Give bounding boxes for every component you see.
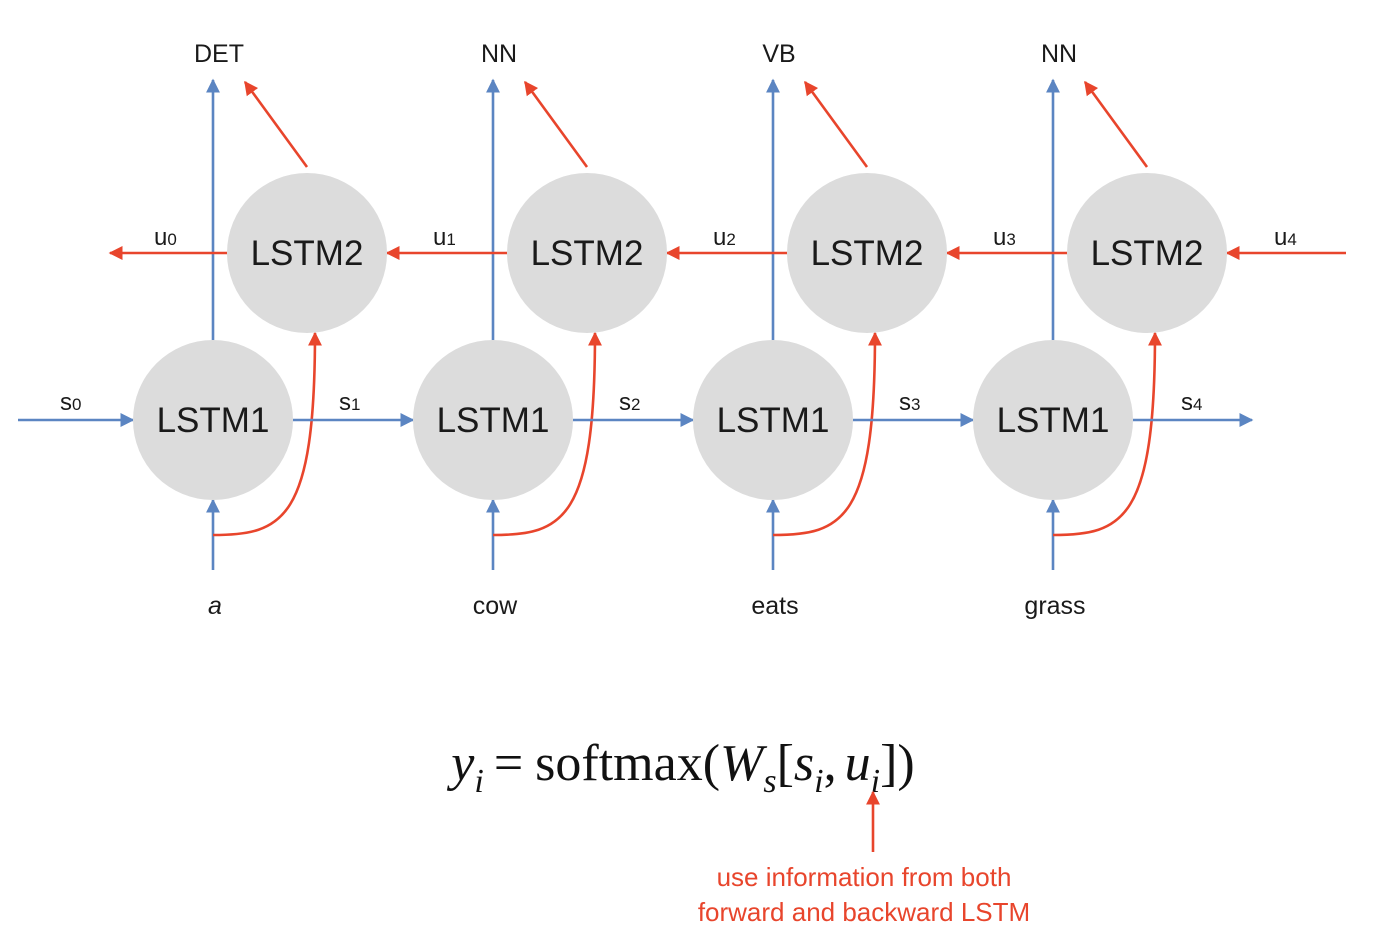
forward-state-label-4: s4 — [1181, 389, 1202, 416]
input-word-2: eats — [751, 592, 798, 620]
input-word-0: a — [208, 592, 222, 620]
annotation-line-1: use information from both — [717, 862, 1012, 892]
lstm2-node-3 — [1067, 173, 1227, 333]
lstm2-node-1 — [507, 173, 667, 333]
labels-layer: LSTM1LSTM2DETas1u0LSTM1LSTM2NNcows2u1LST… — [154, 40, 1203, 620]
lstm2-output-arrow-0 — [243, 80, 309, 168]
word-to-lstm2-arrow-0 — [212, 331, 322, 537]
lstm1-label-0: LSTM1 — [157, 401, 270, 440]
output-tag-1: NN — [481, 40, 517, 68]
output-tag-0: DET — [194, 40, 244, 68]
output-tag-3: NN — [1041, 40, 1077, 68]
lstm2-label-3: LSTM2 — [1091, 234, 1204, 273]
backward-state-label-3: u3 — [993, 224, 1016, 251]
lstm1-node-3 — [973, 340, 1133, 500]
word-to-lstm2-arrow-2 — [772, 331, 882, 537]
lstm2-output-arrow-1 — [523, 80, 589, 168]
arrows-layer — [18, 78, 1346, 570]
lstm2-label-2: LSTM2 — [811, 234, 924, 273]
lstm2-node-2 — [787, 173, 947, 333]
output-tag-2: VB — [762, 40, 795, 68]
forward-state-label-3: s3 — [899, 389, 920, 416]
input-word-3: grass — [1024, 592, 1085, 620]
initial-state-label: s0 — [60, 389, 81, 416]
forward-state-label-2: s2 — [619, 389, 640, 416]
annotation-line-2: forward and backward LSTM — [698, 897, 1030, 927]
nodes-layer — [133, 173, 1227, 500]
backward-state-label-1: u1 — [433, 224, 456, 251]
final-backward-state-label: u4 — [1274, 224, 1297, 251]
word-to-lstm2-arrow-3 — [1052, 331, 1162, 537]
input-word-1: cow — [473, 592, 518, 620]
lstm2-node-0 — [227, 173, 387, 333]
lstm2-label-0: LSTM2 — [251, 234, 364, 273]
forward-state-label-1: s1 — [339, 389, 360, 416]
lstm1-node-2 — [693, 340, 853, 500]
lstm1-node-1 — [413, 340, 573, 500]
backward-state-label-0: u0 — [154, 224, 177, 251]
backward-state-label-2: u2 — [713, 224, 736, 251]
softmax-equation: yi=softmax(Ws[si,ui]) — [446, 735, 914, 800]
lstm1-label-3: LSTM1 — [997, 401, 1110, 440]
lstm2-output-arrow-2 — [803, 80, 869, 168]
lstm1-label-2: LSTM1 — [717, 401, 830, 440]
lstm2-output-arrow-3 — [1083, 80, 1149, 168]
lstm1-label-1: LSTM1 — [437, 401, 550, 440]
lstm1-node-0 — [133, 340, 293, 500]
lstm2-label-1: LSTM2 — [531, 234, 644, 273]
word-to-lstm2-arrow-1 — [492, 331, 602, 537]
